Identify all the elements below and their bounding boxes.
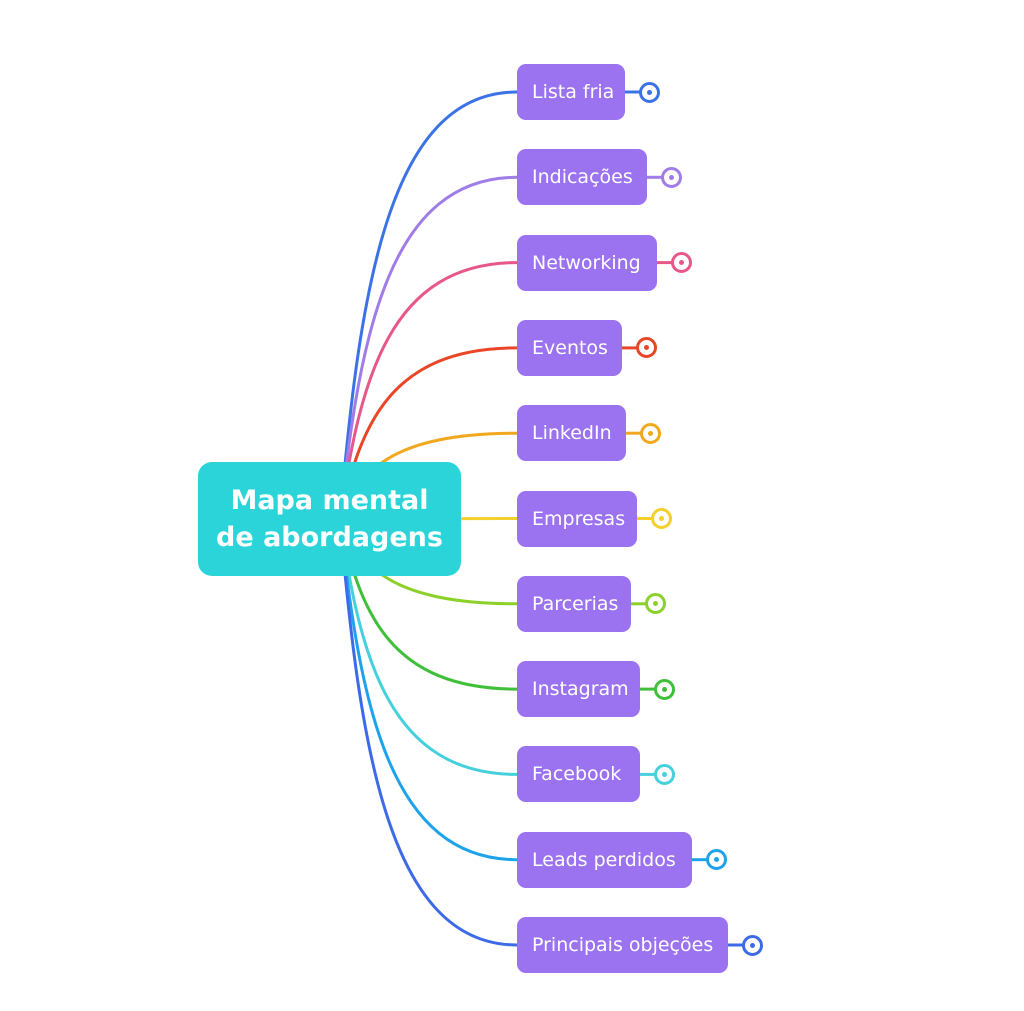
branch-topic-node[interactable]: LinkedIn bbox=[517, 405, 626, 462]
branch-topic-node[interactable]: Leads perdidos bbox=[517, 831, 692, 888]
branch-topic-node[interactable]: Facebook bbox=[517, 746, 640, 803]
expand-handle-icon[interactable] bbox=[742, 934, 763, 956]
branch-topic-label: Lista fria bbox=[532, 81, 615, 103]
branch-topic-node[interactable]: Principais objeções bbox=[517, 917, 728, 973]
branch-topic-label: Networking bbox=[532, 251, 641, 274]
expand-handle-icon[interactable] bbox=[706, 849, 727, 871]
expand-handle-icon[interactable] bbox=[661, 166, 682, 188]
central-topic-label: Mapa mental de abordagens bbox=[216, 485, 443, 553]
branch-topic-label: Instagram bbox=[532, 678, 629, 701]
branch-topic-label: Parcerias bbox=[532, 592, 619, 615]
branch-topic-node[interactable]: Parcerias bbox=[517, 575, 631, 632]
branch-topic-node[interactable]: Eventos bbox=[517, 319, 622, 376]
expand-handle-icon[interactable] bbox=[640, 422, 661, 444]
branch-topic-label: Principais objeções bbox=[532, 934, 714, 956]
connector-line bbox=[338, 90, 519, 521]
branch-topic-label: Facebook bbox=[532, 763, 622, 786]
expand-handle-icon[interactable] bbox=[651, 508, 672, 529]
branch-topic-label: Indicações bbox=[532, 166, 633, 189]
connector-line bbox=[338, 175, 519, 521]
branch-topic-node[interactable]: Instagram bbox=[517, 661, 640, 718]
branch-topic-label: LinkedIn bbox=[532, 422, 612, 445]
branch-topic-label: Eventos bbox=[532, 336, 608, 359]
expand-handle-icon[interactable] bbox=[654, 678, 675, 700]
branch-topic-node[interactable]: Networking bbox=[517, 234, 657, 291]
branch-topic-label: Empresas bbox=[532, 507, 626, 530]
expand-handle-icon[interactable] bbox=[671, 252, 692, 274]
expand-handle-icon[interactable] bbox=[654, 763, 675, 785]
connector-line bbox=[338, 517, 519, 947]
branch-topic-label: Leads perdidos bbox=[532, 848, 676, 871]
expand-handle-icon[interactable] bbox=[636, 337, 657, 359]
branch-topic-node[interactable]: Empresas bbox=[517, 490, 637, 547]
central-topic-node[interactable]: Mapa mental de abordagens bbox=[198, 462, 461, 576]
expand-handle-icon[interactable] bbox=[639, 81, 660, 103]
expand-handle-icon[interactable] bbox=[645, 593, 666, 615]
branch-topic-node[interactable]: Indicações bbox=[517, 149, 647, 206]
connector-line bbox=[338, 517, 519, 862]
branch-topic-node[interactable]: Lista fria bbox=[517, 64, 625, 120]
